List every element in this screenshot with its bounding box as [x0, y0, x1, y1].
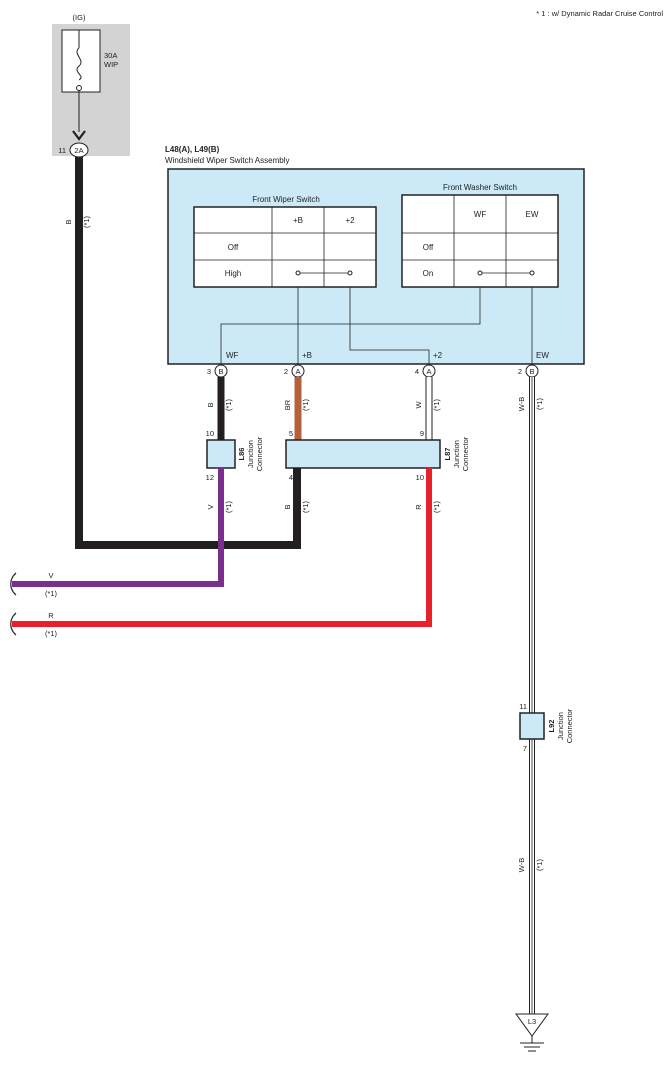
ground-ref: L3 — [528, 1017, 536, 1026]
svg-text:BR: BR — [283, 399, 292, 410]
washer-contact-wf — [477, 270, 483, 276]
fuse-name: WIP — [104, 60, 118, 69]
svg-text:(*1): (*1) — [45, 589, 58, 598]
terminal-plus2: A 4 — [415, 364, 436, 378]
washer-contact-ew — [529, 270, 535, 276]
svg-text:WF: WF — [226, 351, 239, 360]
junction-l86 — [206, 439, 236, 469]
svg-text:B: B — [218, 367, 223, 376]
wiper-contact-plus2 — [347, 270, 353, 276]
connector-arrow-icon — [72, 130, 86, 141]
svg-text:L87: L87 — [443, 448, 452, 461]
svg-text:3: 3 — [207, 367, 211, 376]
continuation-mark-icon — [10, 572, 17, 596]
svg-text:(*1): (*1) — [82, 215, 91, 228]
svg-text:Off: Off — [423, 243, 434, 252]
svg-text:V: V — [48, 571, 53, 580]
svg-text:EW: EW — [536, 351, 549, 360]
front-wiper-switch-table — [193, 206, 377, 288]
wire-label-b: B — [64, 219, 73, 224]
svg-text:5: 5 — [289, 429, 293, 438]
svg-text:W-B: W-B — [517, 397, 526, 411]
svg-text:Junction: Junction — [556, 712, 565, 740]
svg-text:Connector: Connector — [255, 436, 264, 471]
svg-text:+B: +B — [293, 216, 303, 225]
svg-text:(*1): (*1) — [301, 500, 310, 513]
terminal-plusb: A 2 — [284, 364, 305, 378]
svg-text:W: W — [414, 401, 423, 409]
svg-text:12: 12 — [206, 473, 214, 482]
svg-text:R: R — [414, 504, 423, 510]
svg-text:9: 9 — [420, 429, 424, 438]
fuse-rating: 30A — [104, 51, 117, 60]
svg-text:2: 2 — [518, 367, 522, 376]
svg-text:10: 10 — [416, 473, 424, 482]
front-washer-switch-title: Front Washer Switch — [443, 183, 517, 192]
svg-text:4: 4 — [415, 367, 419, 376]
junction-l87 — [285, 439, 441, 469]
svg-text:(*1): (*1) — [45, 629, 58, 638]
svg-text:Connector: Connector — [461, 436, 470, 471]
svg-text:(*1): (*1) — [535, 397, 544, 410]
svg-text:(*1): (*1) — [432, 500, 441, 513]
ig-label: (IG) — [73, 13, 86, 22]
continuation-mark-icon — [10, 612, 17, 636]
svg-text:+2: +2 — [433, 351, 443, 360]
svg-text:(*1): (*1) — [224, 398, 233, 411]
svg-text:A: A — [426, 367, 431, 376]
svg-text:L86: L86 — [237, 448, 246, 461]
svg-text:Off: Off — [228, 243, 239, 252]
wiper-contact-plusb — [295, 270, 301, 276]
assembly-name: Windshield Wiper Switch Assembly — [165, 156, 289, 165]
wire-b-main — [75, 157, 301, 549]
wire-v — [12, 468, 224, 587]
svg-text:(*1): (*1) — [301, 398, 310, 411]
svg-text:Connector: Connector — [565, 708, 574, 743]
svg-text:11: 11 — [519, 702, 527, 711]
ground-icon — [515, 1013, 549, 1037]
svg-text:On: On — [423, 269, 434, 278]
svg-text:(*1): (*1) — [224, 500, 233, 513]
svg-text:WF: WF — [474, 210, 487, 219]
svg-text:V: V — [206, 504, 215, 509]
svg-text:2A: 2A — [74, 146, 83, 155]
svg-text:7: 7 — [523, 744, 527, 753]
svg-text:R: R — [48, 611, 54, 620]
terminal-ew: B 2 — [518, 364, 539, 378]
svg-text:4: 4 — [289, 473, 293, 482]
front-wiper-switch-title: Front Wiper Switch — [252, 195, 320, 204]
svg-text:10: 10 — [206, 429, 214, 438]
assembly-ref: L48(A), L49(B) — [165, 145, 220, 154]
fuse-icon — [76, 47, 82, 81]
svg-text:L92: L92 — [547, 720, 556, 733]
terminal-wf: B 3 — [207, 364, 228, 378]
svg-text:A: A — [295, 367, 300, 376]
pin-11: 11 — [58, 146, 66, 155]
svg-text:B: B — [283, 504, 292, 509]
svg-text:EW: EW — [526, 210, 539, 219]
svg-text:(*1): (*1) — [432, 398, 441, 411]
wire-r — [12, 468, 432, 627]
svg-text:Junction: Junction — [246, 440, 255, 468]
svg-text:+B: +B — [302, 351, 312, 360]
junction-l92 — [519, 712, 545, 740]
svg-text:B: B — [206, 402, 215, 407]
svg-text:W-B: W-B — [517, 858, 526, 872]
svg-text:2: 2 — [284, 367, 288, 376]
svg-text:B: B — [529, 367, 534, 376]
svg-text:Junction: Junction — [452, 440, 461, 468]
svg-text:+2: +2 — [345, 216, 355, 225]
svg-text:(*1): (*1) — [535, 858, 544, 871]
svg-text:High: High — [225, 269, 241, 278]
note-text: * 1 : w/ Dynamic Radar Cruise Control — [536, 9, 663, 18]
